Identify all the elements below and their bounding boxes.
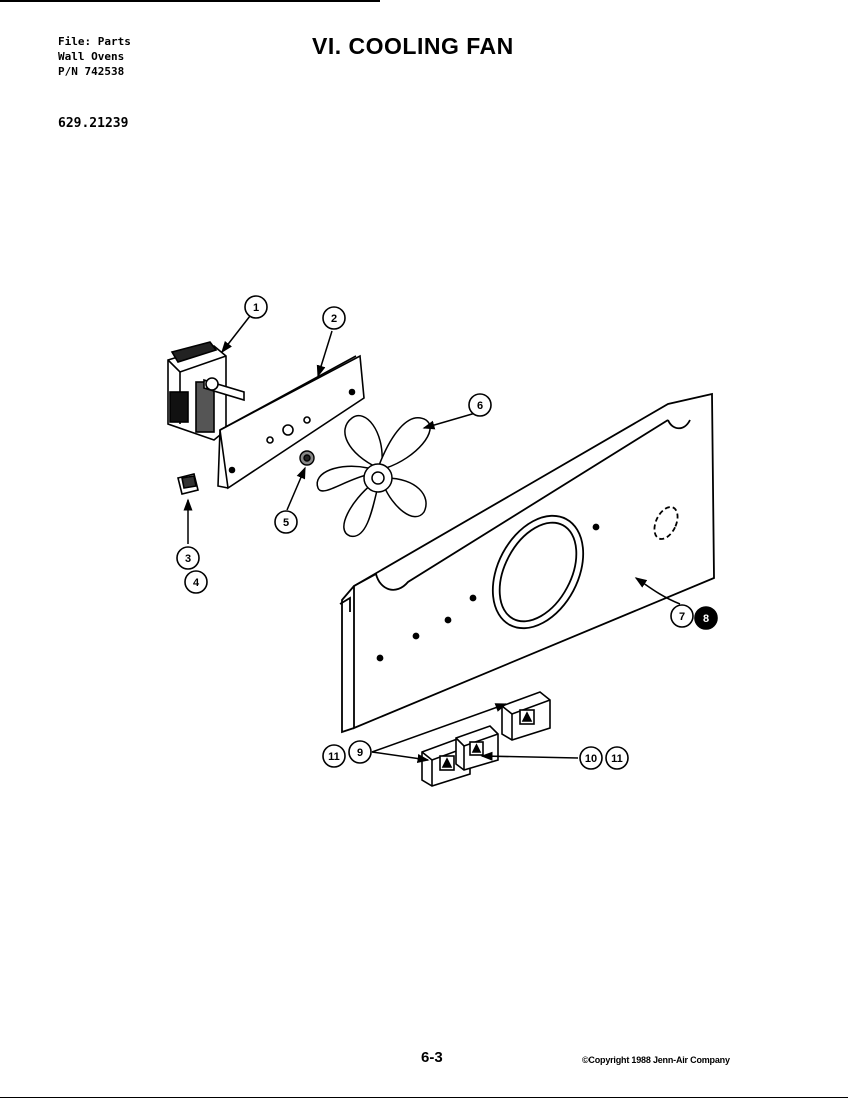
- callout-label: 2: [331, 313, 337, 325]
- copyright-notice: ©Copyright 1988 Jenn-Air Company: [582, 1055, 730, 1065]
- fan-panel: [339, 392, 715, 734]
- callout-6: 6: [468, 393, 492, 417]
- callout-label: 11: [611, 753, 623, 765]
- callout-4: 4: [184, 570, 208, 594]
- page-number: 6-3: [421, 1049, 443, 1066]
- callout-1: 1: [244, 295, 268, 319]
- file-line: Wall Ovens: [58, 50, 125, 63]
- terminal-block: [455, 725, 499, 771]
- top-rule: [0, 0, 380, 2]
- fan-blade: [316, 415, 431, 537]
- callout-label: 9: [357, 747, 363, 759]
- terminal-block: [501, 691, 551, 741]
- callout-label: 11: [328, 751, 340, 763]
- file-line: File: Parts: [58, 35, 131, 48]
- mounting-bracket: [217, 354, 365, 490]
- callout-label: 10: [585, 753, 597, 765]
- leader-lines: [183, 315, 681, 763]
- callout-2: 2: [322, 306, 346, 330]
- callout-label: 4: [193, 577, 200, 589]
- callout-7: 7: [670, 604, 694, 628]
- callout-label: 5: [283, 517, 289, 529]
- model-code: 629.21239: [58, 116, 129, 131]
- callout-8: 8: [694, 606, 718, 630]
- file-line: P/N 742538: [58, 65, 125, 78]
- callout-9: 9: [348, 740, 372, 764]
- fan-motor: [167, 341, 245, 441]
- callout-label: 8: [703, 613, 709, 625]
- callout-11: 11: [322, 744, 346, 768]
- callout-label: 1: [253, 302, 259, 314]
- callout-5: 5: [274, 510, 298, 534]
- bottom-rule: [0, 1097, 848, 1098]
- page-title: VI. COOLING FAN: [312, 33, 514, 59]
- callout-label: 6: [477, 400, 483, 412]
- callout-10: 10: [579, 746, 603, 770]
- callout-label: 7: [679, 611, 685, 623]
- callout-label: 3: [185, 553, 191, 565]
- file-info: File: Parts Wall Ovens P/N 742538: [58, 34, 131, 79]
- callout-3: 3: [176, 546, 200, 570]
- callout-11: 11: [605, 746, 629, 770]
- fan-clip: [177, 473, 199, 495]
- nut: [299, 450, 315, 466]
